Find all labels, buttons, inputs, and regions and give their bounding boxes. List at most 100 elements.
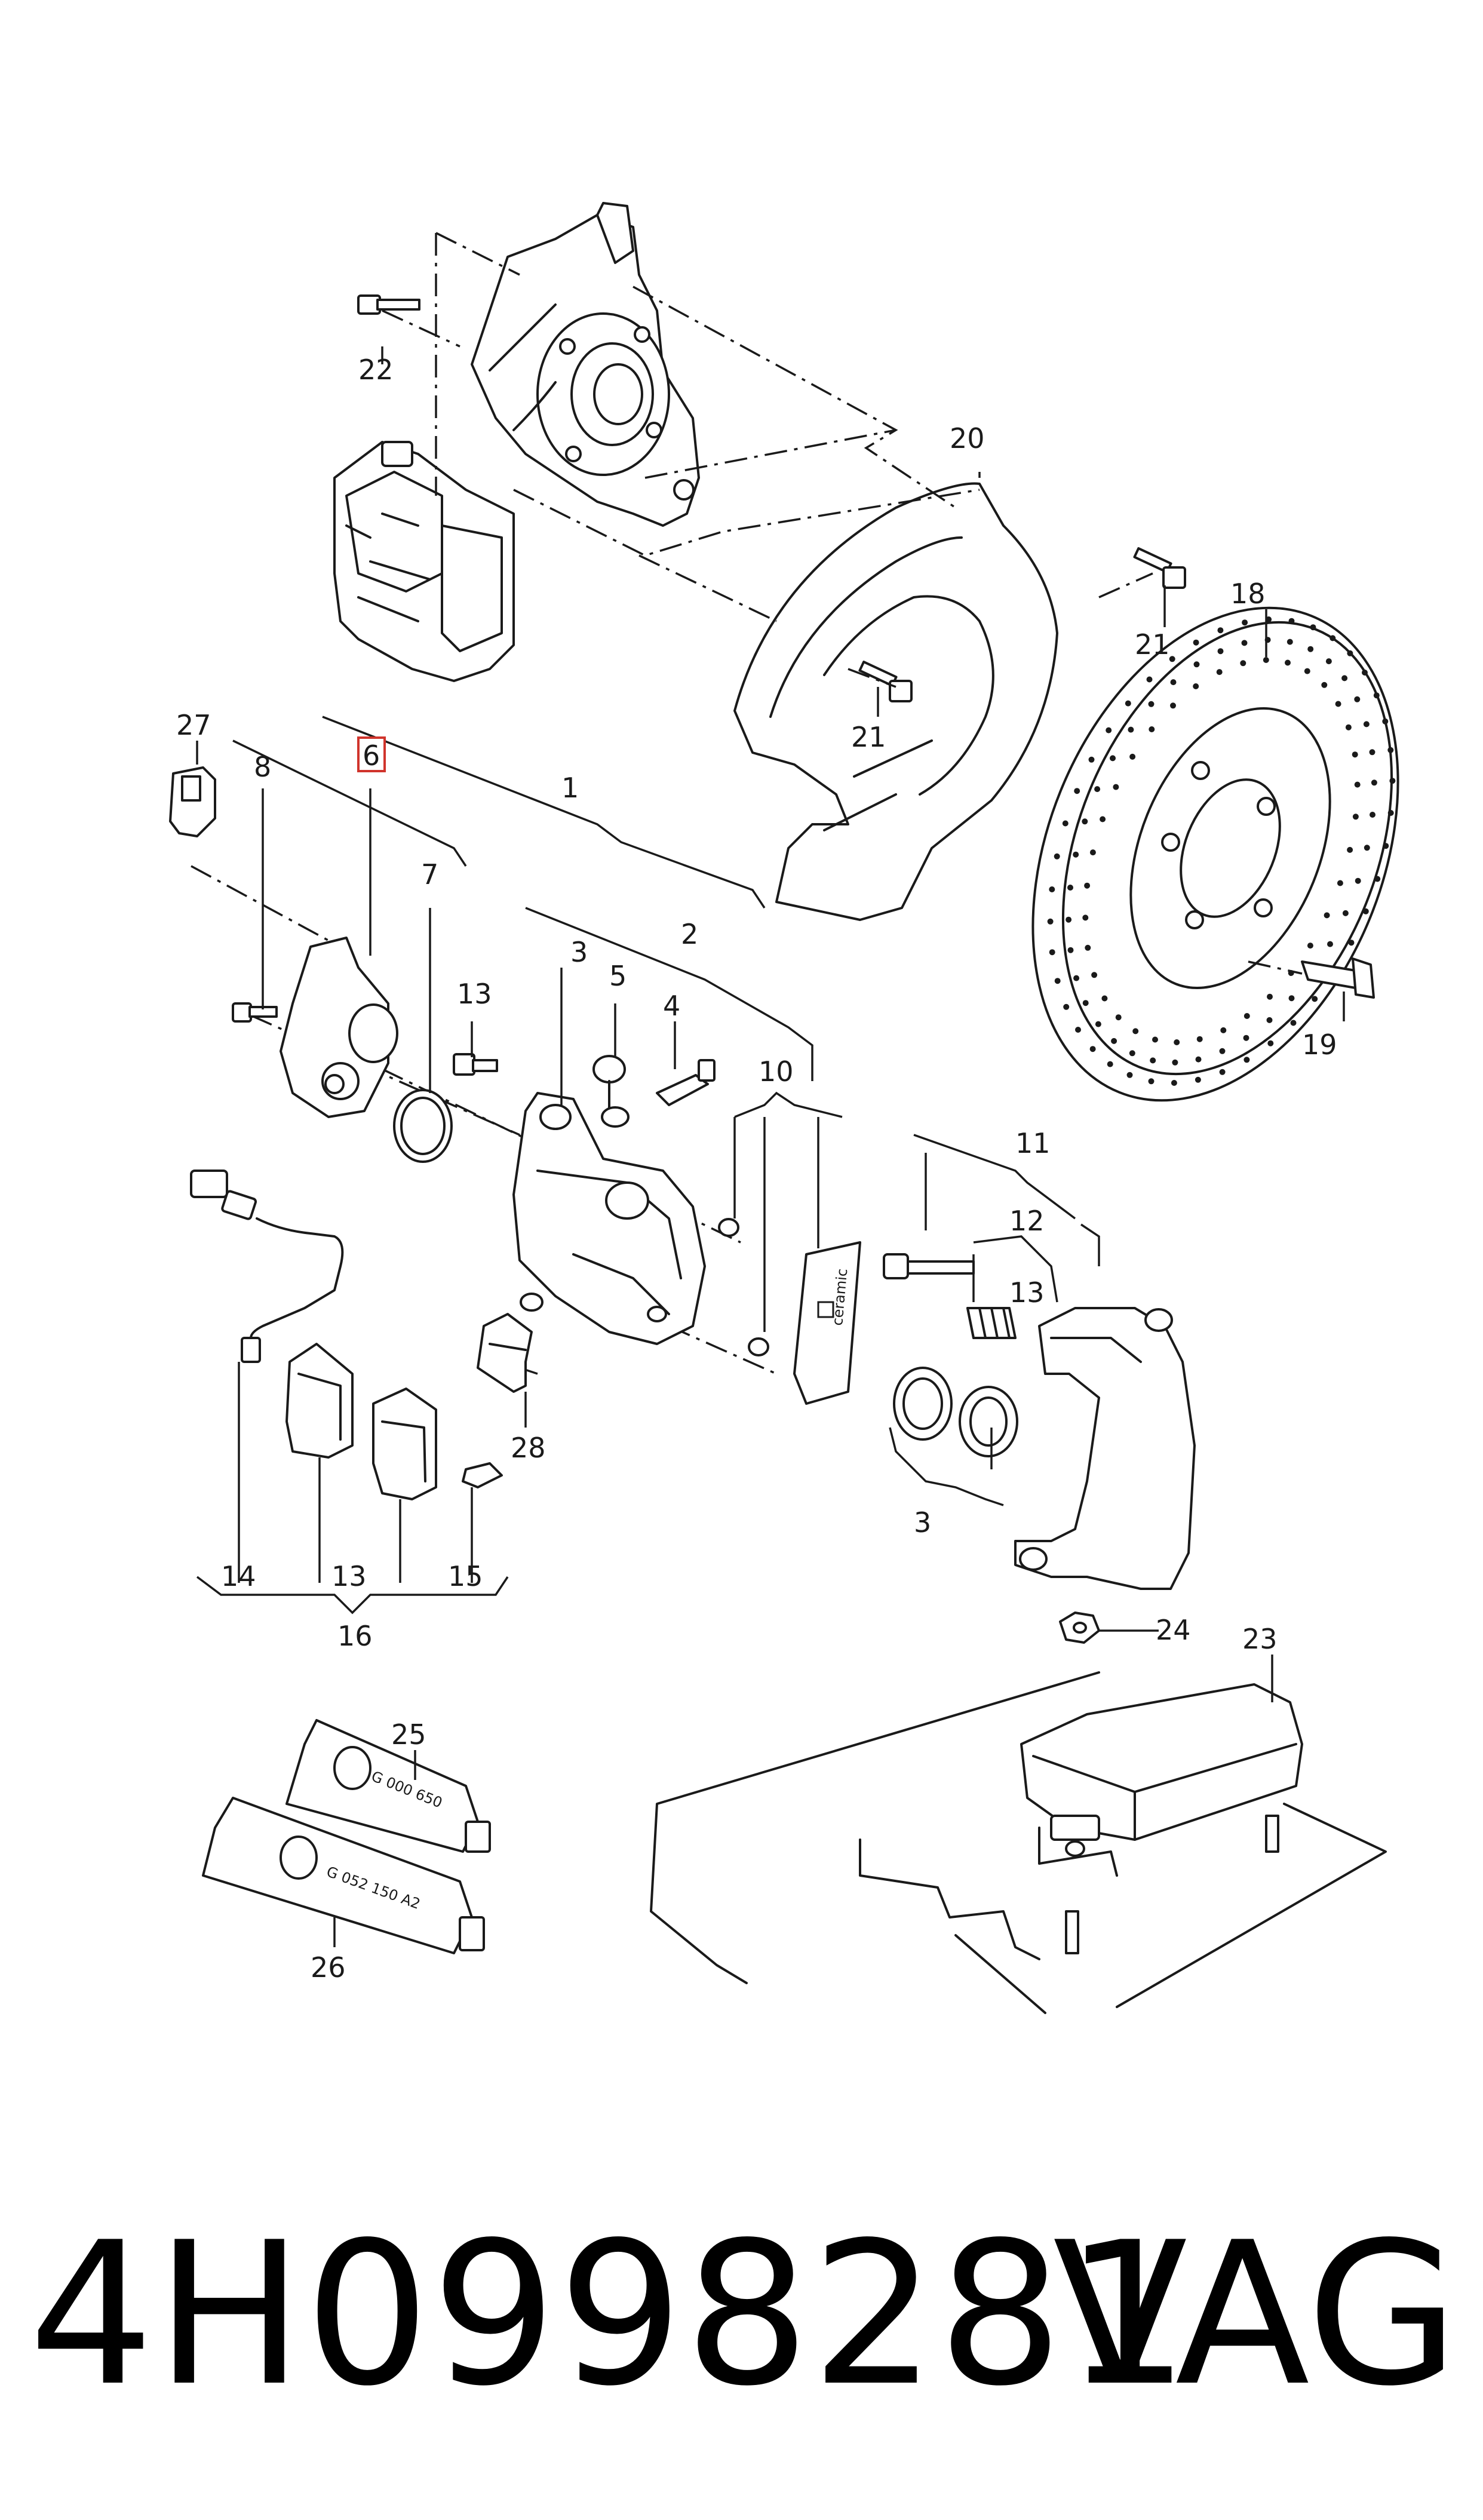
disc-hole	[1129, 753, 1136, 760]
callout-22: 22	[358, 354, 394, 386]
disc-hole	[1241, 640, 1248, 646]
disc-hole	[1054, 853, 1060, 860]
disc-hole	[1101, 995, 1108, 1002]
callout-4: 4	[663, 990, 680, 1022]
callout-24: 24	[1156, 1614, 1191, 1646]
callout-26: 26	[311, 1951, 346, 1984]
disc-hole	[1324, 912, 1330, 919]
disc-hole	[1369, 749, 1375, 756]
wear-sensor-14	[190, 1170, 344, 1363]
brake-pad-inner	[285, 1343, 354, 1459]
disc-hole	[1171, 1080, 1177, 1086]
callout-7: 7	[421, 858, 438, 891]
callout-2: 2	[681, 918, 698, 950]
disc-hole	[1073, 975, 1080, 981]
bleed-cap-5	[592, 1055, 630, 1128]
disc-hole	[1383, 843, 1389, 849]
disc-hole	[1240, 660, 1246, 667]
seal-10-lower	[748, 1337, 769, 1356]
callout-5: 5	[609, 960, 627, 992]
disc-hole	[1195, 1076, 1201, 1083]
disc-hole	[1387, 747, 1394, 753]
disc-hole	[1243, 1013, 1250, 1019]
callout-13-pads: 13	[331, 1560, 367, 1592]
caliper-housing	[512, 1092, 706, 1345]
disc-hole	[1062, 820, 1069, 827]
disc-hole	[1193, 639, 1199, 646]
callout-21-lower: 21	[851, 721, 886, 753]
callout-12: 12	[1009, 1205, 1045, 1237]
disc-hole	[1082, 818, 1088, 825]
parking-brake-motor	[280, 937, 398, 1118]
callout-6-highlight	[357, 736, 386, 772]
disc-hole	[1285, 659, 1291, 666]
disc-hole	[1330, 635, 1336, 641]
disc-hole	[1263, 657, 1269, 663]
bolt-8	[232, 1002, 278, 1023]
disc-hole	[1088, 756, 1095, 763]
disc-hole	[1084, 882, 1091, 889]
callout-3-upper: 3	[570, 936, 588, 968]
disc-hole	[1374, 876, 1381, 882]
disc-hole	[1220, 1027, 1227, 1033]
disc-hole	[1193, 661, 1200, 668]
callout-labels: 1 2 3 4 5 6 7 8 10 11 12 13 13 13 14 15 …	[176, 354, 1337, 1984]
disc-hole	[1082, 914, 1089, 921]
disc-hole	[1152, 1036, 1158, 1043]
disc-hole	[1148, 701, 1155, 707]
disc-drill-holes	[1047, 616, 1396, 1086]
disc-hole	[1217, 648, 1224, 655]
callout-28: 28	[511, 1432, 546, 1464]
disc-hole	[1148, 1078, 1155, 1085]
disc-hole	[1113, 784, 1119, 790]
disc-hole	[1267, 993, 1273, 1000]
disc-hole	[1389, 778, 1396, 784]
disc-hole	[1288, 618, 1295, 624]
part-number: 4H0998281	[29, 2200, 1191, 2429]
disc-hole	[1195, 1056, 1202, 1063]
disc-hole	[1082, 1000, 1089, 1006]
callout-11: 11	[1015, 1127, 1051, 1159]
callout-13-bolt: 13	[457, 978, 492, 1010]
disc-hole	[1219, 1048, 1226, 1054]
disc-hole	[1216, 669, 1223, 676]
callout-25: 25	[391, 1718, 426, 1751]
seal-10-upper	[718, 1218, 739, 1237]
disc-hole	[1373, 692, 1380, 699]
grease-tube-25: G 000 650	[285, 1719, 491, 1853]
disc-hole	[1371, 779, 1377, 786]
disc-hole	[1370, 812, 1375, 818]
disc-hole	[1054, 978, 1061, 984]
disc-hole	[1242, 619, 1248, 626]
disc-hole	[1243, 1057, 1250, 1063]
brake-pad-ceramic: ceramic	[793, 1241, 861, 1405]
disc-hole	[1345, 724, 1352, 730]
disc-hole	[1126, 1072, 1133, 1078]
disc-hole	[1352, 814, 1359, 820]
disc-hole	[1287, 639, 1293, 645]
disc-hole	[1307, 943, 1313, 949]
caliper-assembly	[333, 441, 515, 682]
disc-hole	[1347, 846, 1353, 853]
disc-hole	[1106, 727, 1112, 733]
callout-23: 23	[1242, 1623, 1278, 1655]
disc-hole	[1321, 682, 1328, 688]
disc-hole	[1193, 683, 1199, 689]
disc-hole	[1196, 1036, 1203, 1042]
disc-hole	[1095, 1021, 1101, 1027]
disc-hole	[1337, 880, 1343, 886]
callout-27: 27	[176, 709, 211, 741]
callout-19: 19	[1302, 1029, 1337, 1061]
disc-hole	[1170, 679, 1177, 686]
bleed-screw-4	[656, 1059, 716, 1106]
disc-hole	[1128, 726, 1134, 733]
disc-hole	[1073, 851, 1079, 858]
seal-ring-3b	[959, 1386, 1018, 1457]
disc-hole	[1169, 656, 1175, 662]
disc-hole	[1327, 941, 1333, 947]
callout-8: 8	[254, 751, 271, 783]
callout-3-lower: 3	[914, 1506, 931, 1539]
disc-hole	[1243, 1035, 1249, 1041]
disc-hole	[1170, 702, 1176, 709]
callout-16: 16	[337, 1620, 373, 1652]
